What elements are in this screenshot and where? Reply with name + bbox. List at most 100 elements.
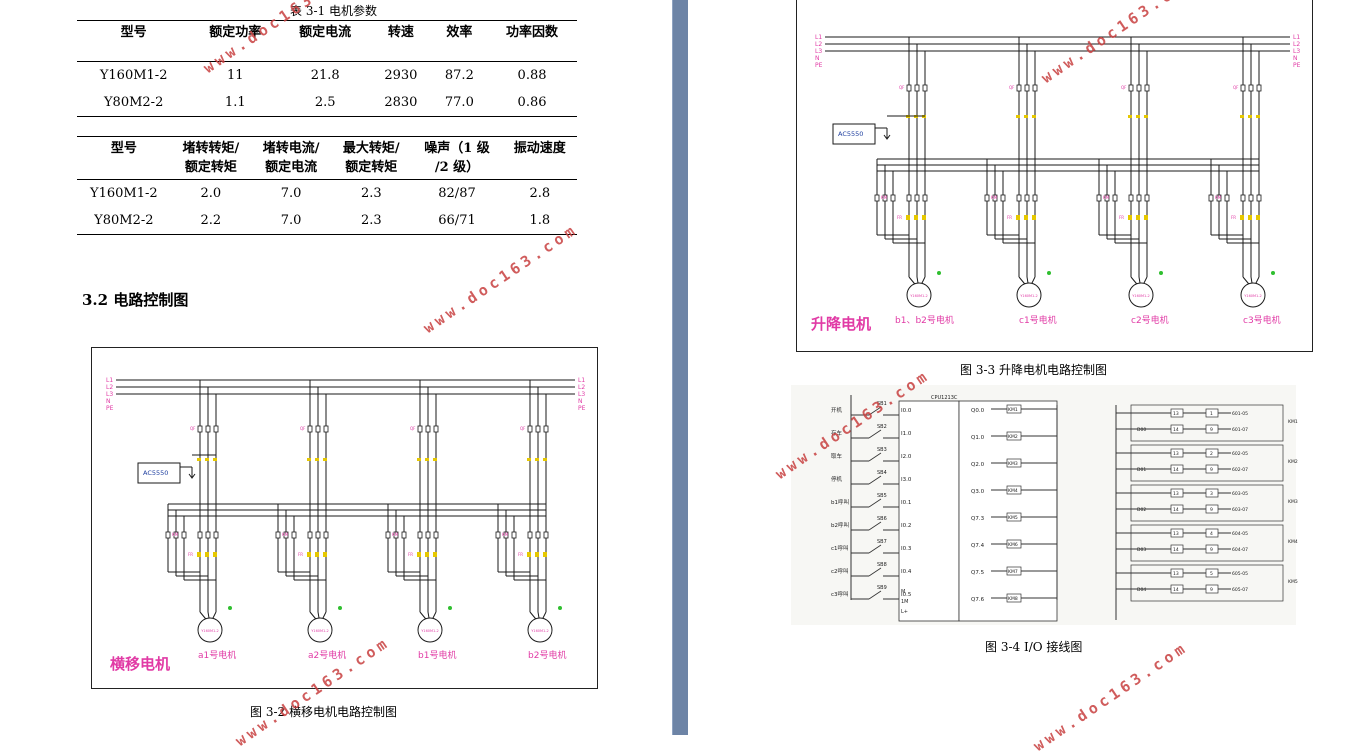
- switch-contact: [868, 452, 882, 462]
- motor-label: b1、b2号电机: [895, 316, 954, 326]
- contact: [401, 531, 407, 539]
- motor-model: Y160M1-2: [421, 629, 439, 633]
- contact: [1248, 84, 1254, 92]
- terminal-marker: [1024, 215, 1028, 220]
- table-header-cell: 额定电流: [280, 20, 371, 62]
- terminal-number: 3: [1210, 491, 1213, 497]
- motor-label: a1号电机: [198, 651, 237, 661]
- group-relay-label: KM4: [1288, 539, 1298, 545]
- input-address: I0.3: [901, 546, 912, 552]
- input-label: 取车: [831, 452, 843, 460]
- figure-2-caption: 图 3-2 横移电机电路控制图: [250, 705, 397, 719]
- motor-model: Y160M1-2: [201, 629, 219, 633]
- switch-contact: [868, 544, 882, 554]
- motor-label: c3号电机: [1243, 316, 1281, 326]
- terminal-marker: [417, 458, 421, 461]
- component-label: QF: [190, 426, 196, 431]
- component-label: QF: [520, 426, 526, 431]
- switch-contact: [868, 590, 882, 600]
- relay-label: KM6: [1008, 542, 1018, 548]
- contact: [495, 531, 501, 539]
- component-label: FR: [408, 552, 413, 557]
- table-cell: 82/87: [438, 186, 476, 201]
- terminal-number: 5: [1210, 571, 1213, 577]
- bus-label: L2: [106, 384, 113, 391]
- contact: [181, 531, 187, 539]
- terminal-marker: [527, 458, 531, 461]
- table-cell: Y160M1-2: [90, 186, 158, 201]
- table-cell: 66/71: [438, 213, 476, 228]
- switch-label: SB1: [877, 401, 887, 407]
- contact: [165, 531, 171, 539]
- component-label: QF: [1233, 85, 1239, 90]
- terminal-number: 13: [1173, 491, 1179, 497]
- switch-label: SB4: [877, 470, 887, 476]
- motor-symbol: [1240, 282, 1266, 308]
- input-label: 存车: [831, 429, 843, 437]
- contact: [503, 531, 509, 539]
- input-address: I3.0: [901, 477, 912, 483]
- contact: [1128, 84, 1134, 92]
- terminal-number: 14: [1173, 427, 1179, 433]
- contact: [283, 531, 289, 539]
- contact: [890, 194, 896, 202]
- group-designator: D02: [1137, 507, 1146, 513]
- table-cell: 2.3: [360, 186, 382, 201]
- terminal-marker: [1248, 115, 1252, 118]
- motor-model: Y160M1-2: [1244, 294, 1262, 298]
- terminal-marker: [914, 215, 918, 220]
- motor-label: c1号电机: [1019, 316, 1057, 326]
- contact: [1016, 194, 1022, 202]
- terminal-marker: [1024, 115, 1028, 118]
- terminal-number: 13: [1173, 571, 1179, 577]
- terminal-marker: [425, 458, 429, 461]
- terminal-number: 13: [1173, 531, 1179, 537]
- input-address: I0.1: [901, 500, 911, 506]
- switch-label: SB7: [877, 539, 887, 545]
- terminal-marker: [1240, 215, 1244, 220]
- header-line: 最大转矩/: [342, 141, 400, 156]
- contact: [535, 531, 541, 539]
- input-label: c1呼叫: [831, 544, 849, 552]
- contact: [417, 531, 423, 539]
- figure-label: 横移电机: [110, 655, 171, 673]
- header-line: /2 级）: [434, 160, 480, 175]
- terminal-number: 13: [1173, 451, 1179, 457]
- motor-symbol: [197, 617, 223, 643]
- relay-label: KM5: [1008, 515, 1018, 521]
- terminal-marker: [1256, 215, 1260, 220]
- contact: [205, 425, 211, 433]
- switch-contact: [868, 498, 882, 508]
- table-cell: 7.0: [280, 213, 302, 228]
- plc-input-block: [898, 400, 960, 622]
- terminal-marker: [1248, 215, 1252, 220]
- terminal-marker: [1016, 215, 1020, 220]
- terminal-number: 13: [1173, 411, 1179, 417]
- table-cell: 2830: [384, 95, 418, 110]
- contact: [1136, 84, 1142, 92]
- terminal-marker: [197, 552, 201, 557]
- bus-label: N: [1293, 55, 1298, 62]
- terminal-marker: [1144, 215, 1148, 220]
- cable-code: 601-05: [1232, 411, 1248, 417]
- cable-code: 602-07: [1232, 467, 1248, 473]
- terminal-marker: [307, 458, 311, 461]
- plc-terminal-label: 1M: [901, 599, 909, 605]
- motor-label: b1号电机: [418, 651, 457, 661]
- contact: [984, 194, 990, 202]
- motor-symbol: [417, 617, 443, 643]
- input-label: b1呼叫: [831, 498, 849, 506]
- terminal-marker: [543, 552, 547, 557]
- cable-code: 605-07: [1232, 587, 1248, 593]
- switch-label: SB3: [877, 447, 887, 453]
- input-label: 开机: [831, 406, 843, 414]
- relay-label: KM8: [1008, 596, 1018, 602]
- switch-contact: [868, 406, 882, 416]
- component-label: KM: [881, 195, 888, 200]
- input-label: b2呼叫: [831, 521, 849, 529]
- bus-label: PE: [1293, 62, 1301, 69]
- bus-label: L1: [1293, 34, 1300, 41]
- component-label: FR: [298, 552, 303, 557]
